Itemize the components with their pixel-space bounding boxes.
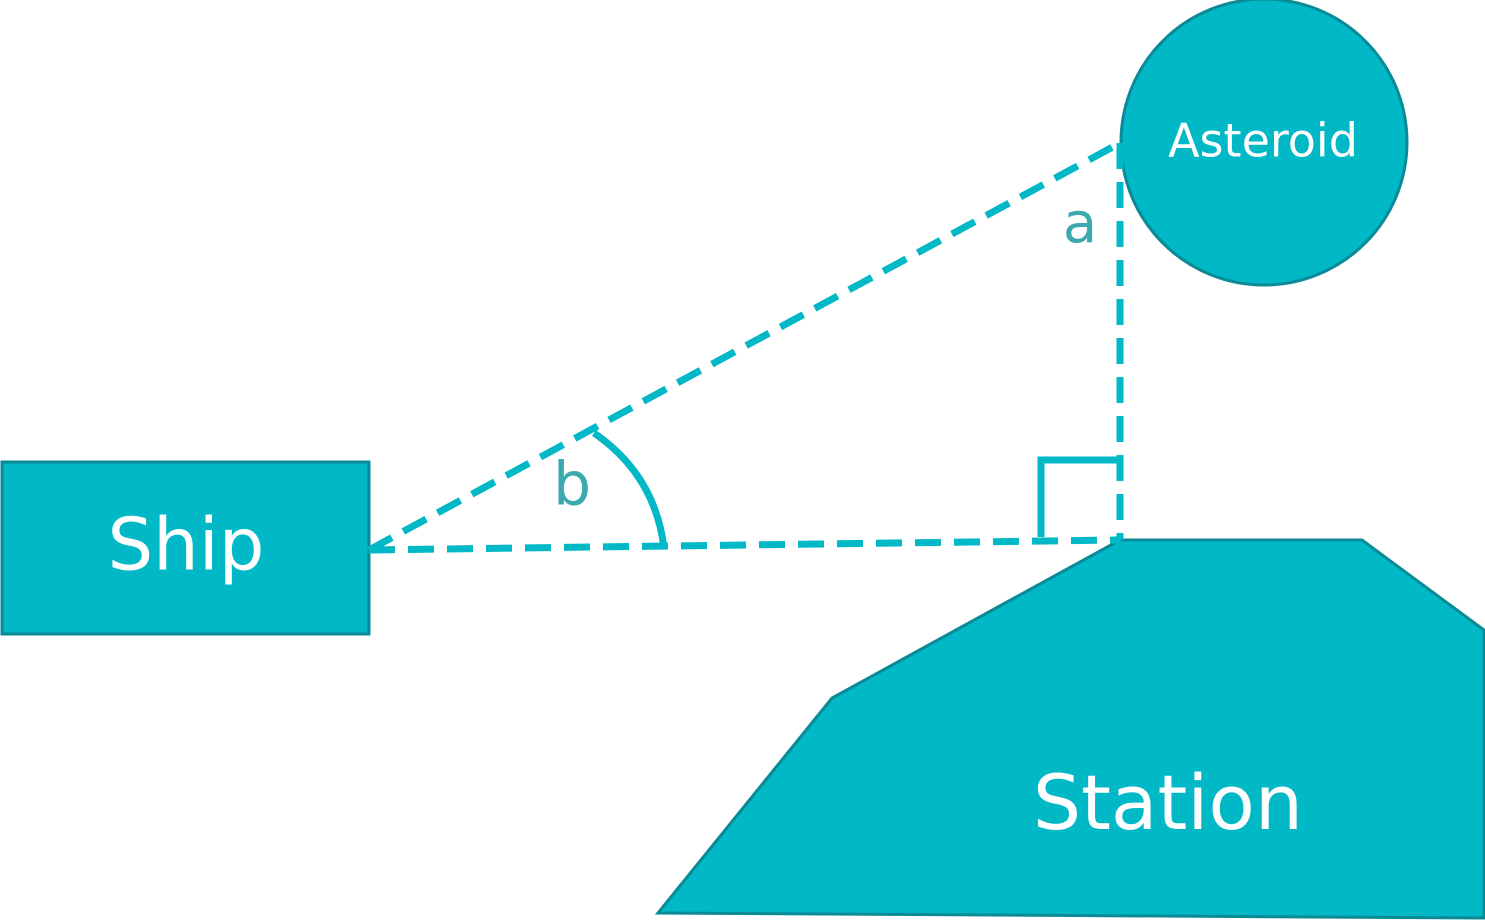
- angle-b-arc: [592, 430, 668, 549]
- ship-label: Ship: [107, 503, 264, 587]
- right-angle-marker: [1037, 456, 1117, 537]
- angle-b-label: b: [553, 450, 591, 520]
- asteroid-shape: [1119, 0, 1409, 287]
- ship-shape: [0, 460, 371, 636]
- ship-asteroid-line: [367, 139, 1122, 554]
- ship-station-line: [368, 536, 1121, 554]
- asteroid-label: Asteroid: [1168, 114, 1358, 168]
- angle-a-label: a: [1063, 191, 1097, 256]
- station-label: Station: [1033, 758, 1303, 847]
- station-shape: [654, 538, 1485, 920]
